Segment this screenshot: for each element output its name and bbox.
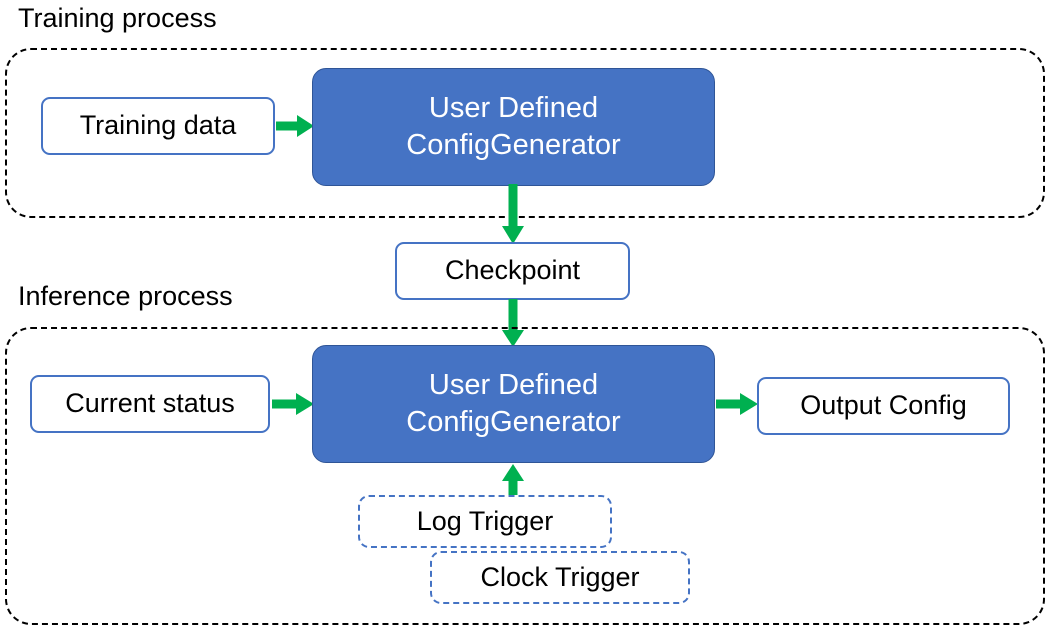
arrow-training-data-to-generator xyxy=(276,112,316,140)
training-data-node[interactable]: Training data xyxy=(41,97,275,155)
inference-config-generator-node[interactable]: User Defined ConfigGenerator xyxy=(312,345,715,463)
log-trigger-node[interactable]: Log Trigger xyxy=(358,495,612,548)
inference-process-container xyxy=(5,327,1045,625)
training-process-container xyxy=(5,48,1045,218)
arrow-generator-to-output-config xyxy=(716,390,760,418)
training-config-generator-node[interactable]: User Defined ConfigGenerator xyxy=(312,68,715,186)
arrow-triggers-to-generator xyxy=(498,462,528,504)
arrow-generator-to-checkpoint xyxy=(498,184,528,246)
output-config-node[interactable]: Output Config xyxy=(757,377,1010,435)
clock-trigger-node[interactable]: Clock Trigger xyxy=(430,551,690,604)
inference-process-title: Inference process xyxy=(18,281,233,311)
checkpoint-node[interactable]: Checkpoint xyxy=(395,242,630,300)
current-status-node[interactable]: Current status xyxy=(30,375,270,433)
training-generator-line-1: User Defined xyxy=(428,91,599,124)
arrow-checkpoint-to-inference-generator xyxy=(498,299,528,349)
training-process-title: Training process xyxy=(18,3,217,33)
training-generator-line-2: ConfigGenerator xyxy=(406,129,621,161)
inference-generator-line-2: ConfigGenerator xyxy=(406,406,621,438)
inference-generator-line-1: User Defined xyxy=(428,368,599,401)
arrow-current-status-to-generator xyxy=(272,390,316,418)
